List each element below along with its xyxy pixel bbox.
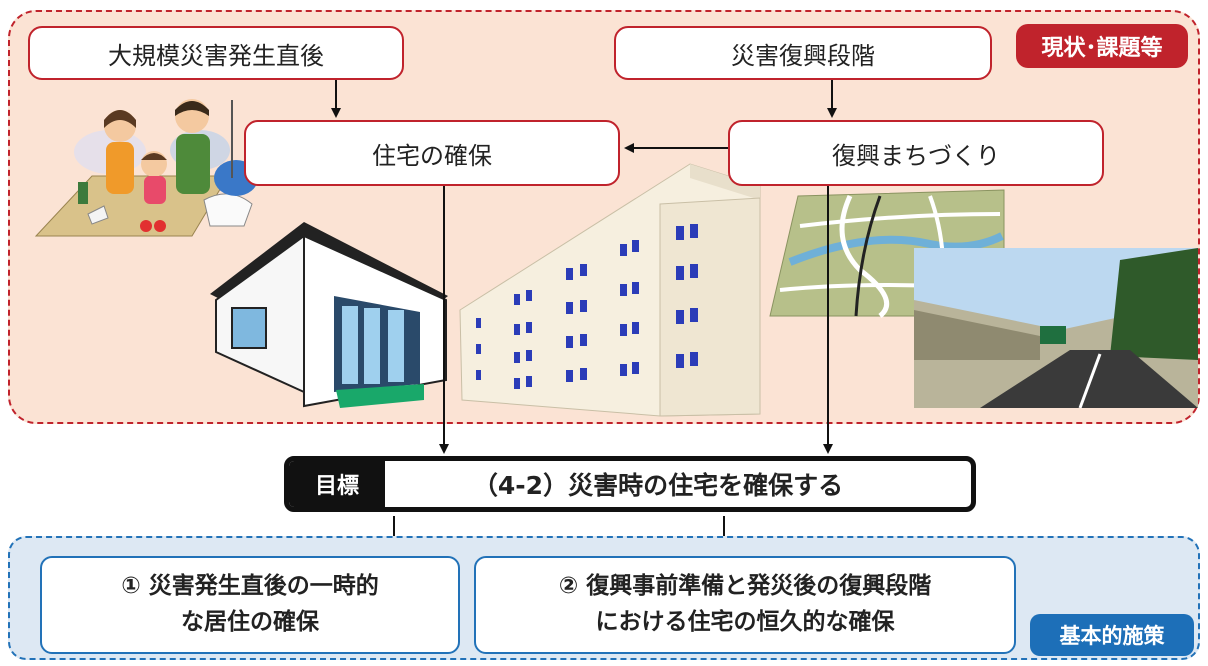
goal-text: （4-2）災害時の住宅を確保する — [472, 471, 844, 500]
measure-2-box: ② 復興事前準備と発災後の復興段階 における住宅の恒久的な確保 — [474, 556, 1016, 654]
measure-2-line-2: における住宅の恒久的な確保 — [595, 609, 895, 635]
disaster-just-after-box: 大規模災害発生直後 — [28, 26, 404, 80]
temporary-house-illustration — [210, 222, 448, 408]
housing-box: 住宅の確保 — [244, 120, 620, 186]
road-photo — [914, 248, 1198, 409]
issues-badge: 現状･課題等 — [1016, 24, 1188, 68]
measure-2-line-1: ② 復興事前準備と発災後の復興段階 — [558, 573, 932, 600]
measure-1-line-1: ① 災害発生直後の一時的 — [121, 573, 379, 600]
measures-badge: 基本的施策 — [1030, 614, 1194, 656]
town-development-box: 復興まちづくり — [728, 120, 1104, 186]
recovery-stage-box: 災害復興段階 — [614, 26, 992, 80]
goal-tag: 目標 — [289, 461, 385, 507]
measure-1-box: ① 災害発生直後の一時的 な居住の確保 — [40, 556, 460, 654]
goal-bar: 目標 （4-2）災害時の住宅を確保する — [284, 456, 976, 512]
apartment-building-illustration — [459, 163, 761, 417]
evacuees-illustration — [34, 99, 258, 237]
measure-1-line-2: な居住の確保 — [181, 609, 319, 635]
